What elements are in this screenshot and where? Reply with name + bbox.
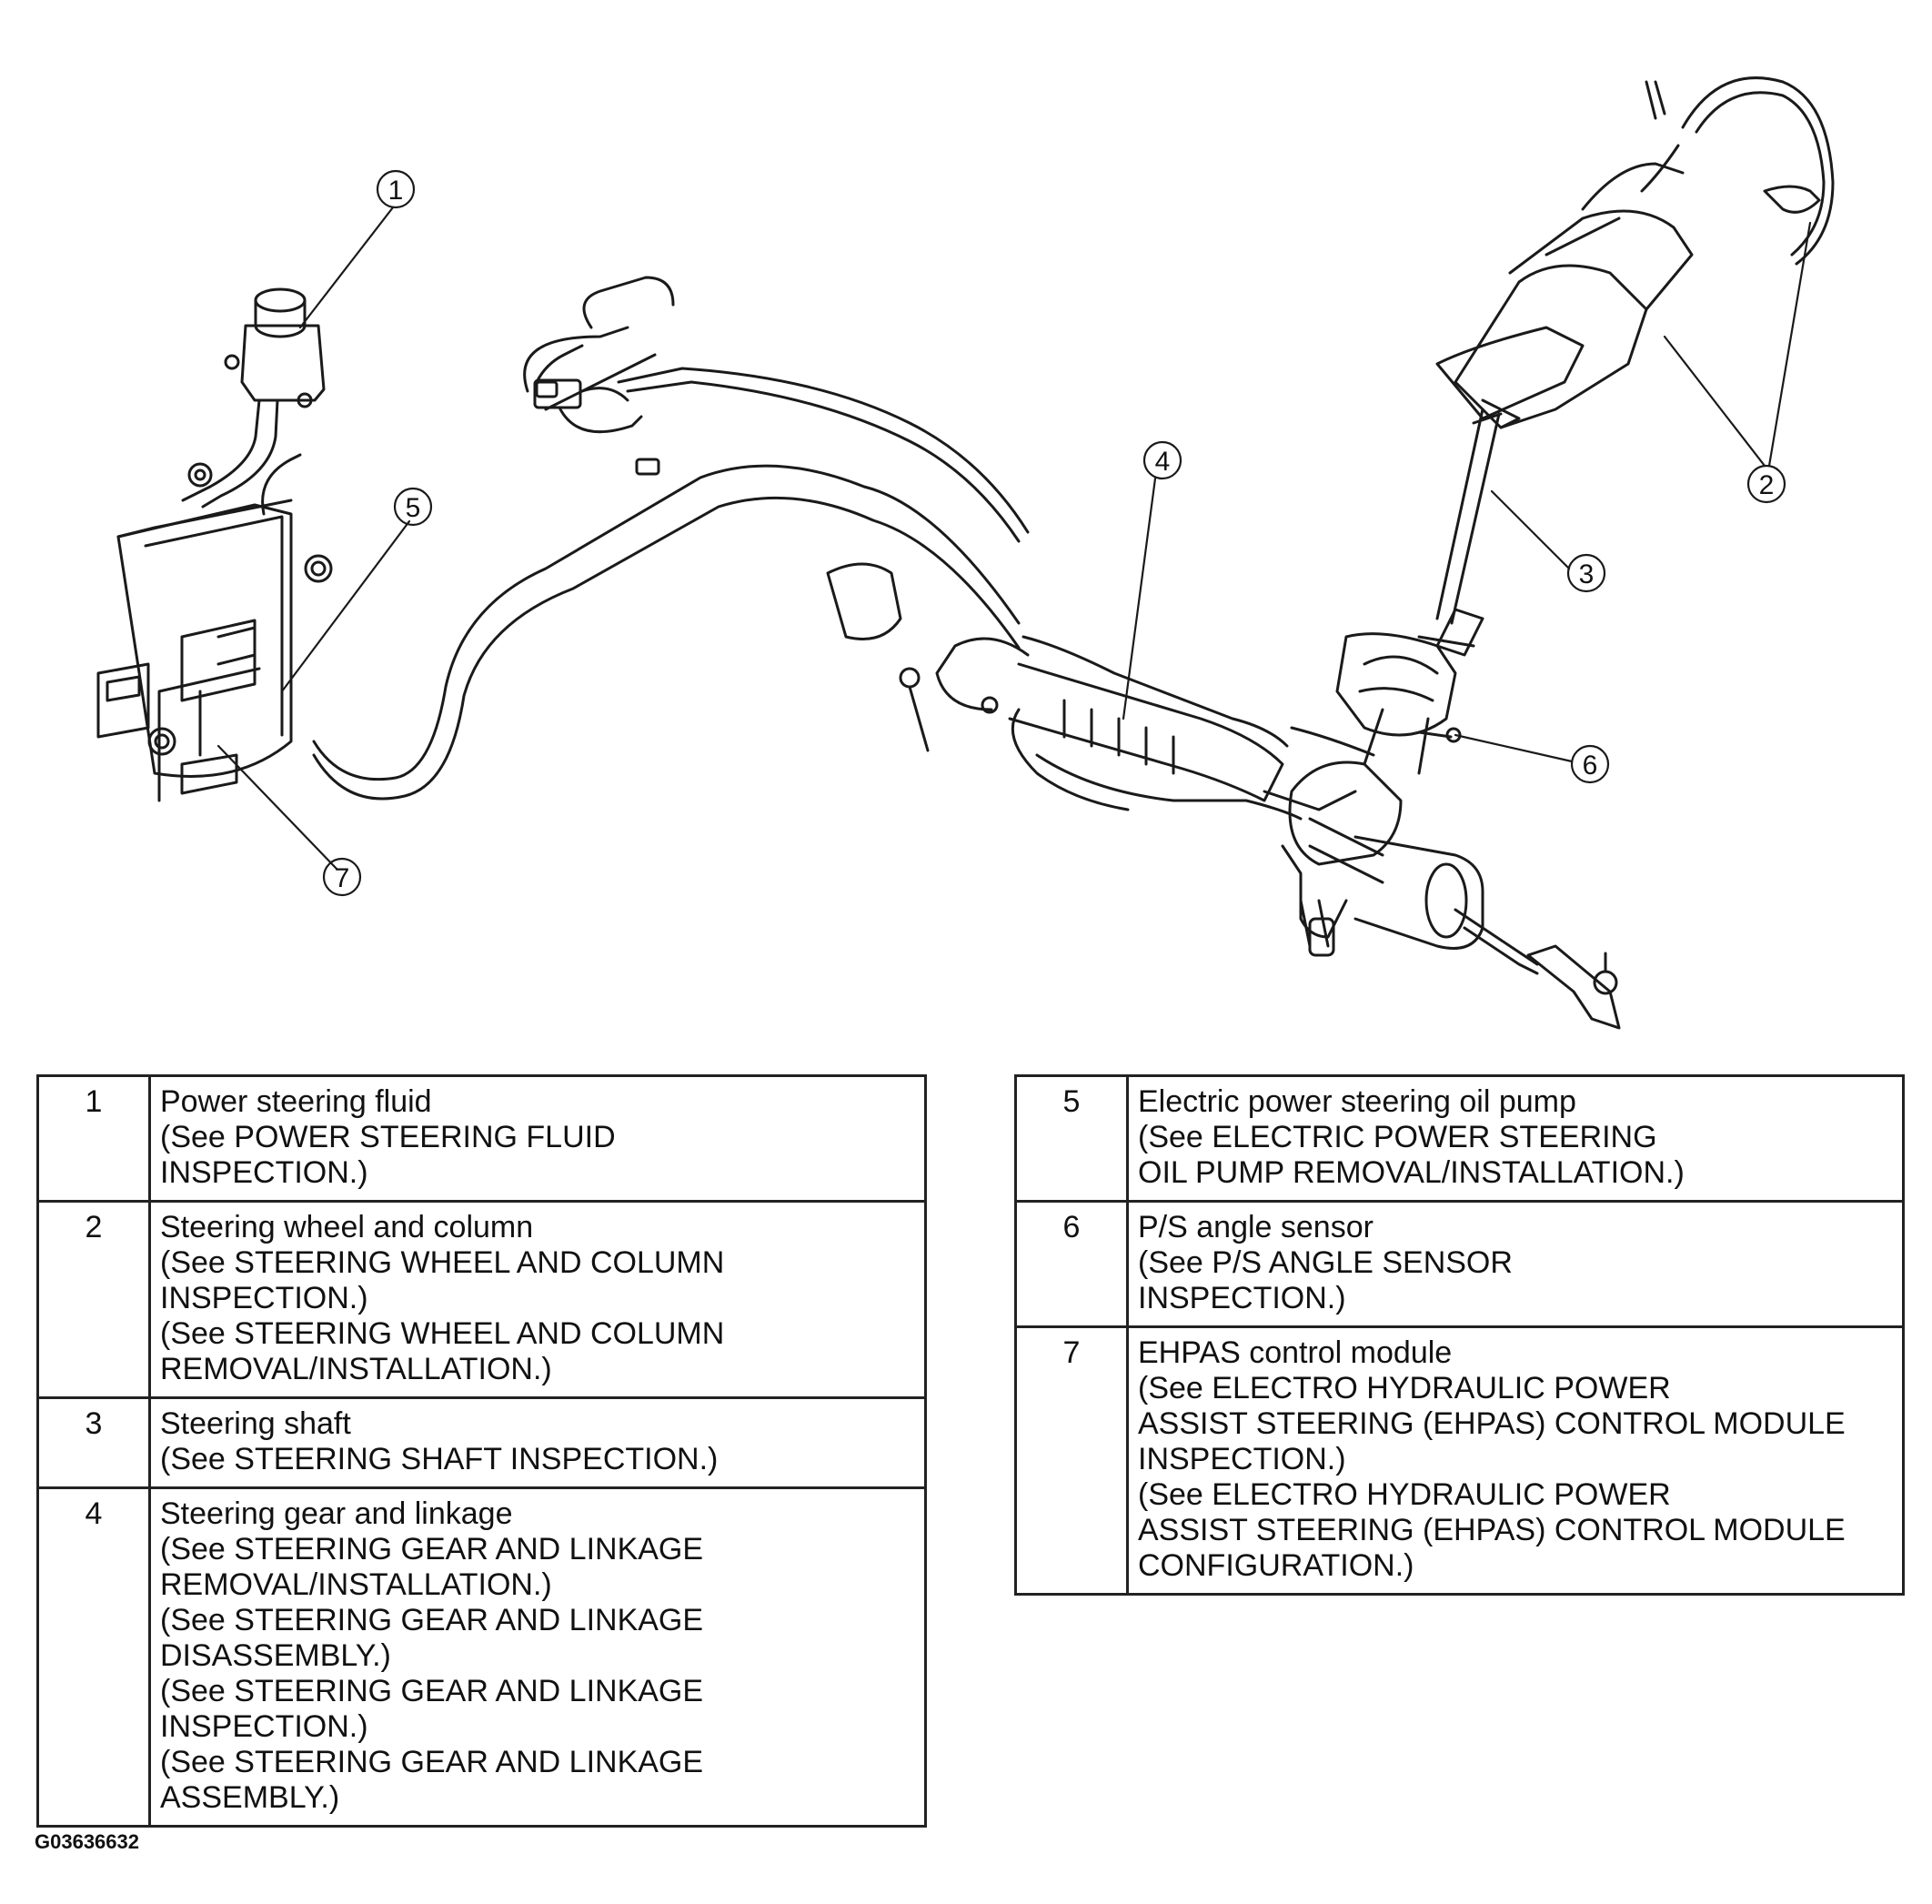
steering-wheel [1640, 76, 1835, 266]
callout-6: 6 [1570, 744, 1610, 784]
legend-line: (See ELECTRIC POWER STEERING [1138, 1120, 1657, 1154]
legend-line: Steering gear and linkage [160, 1496, 513, 1531]
legend-line: (See STEERING GEAR AND LINKAGE [160, 1532, 704, 1567]
legend-row: 7 EHPAS control module (See ELECTRO HYDR… [1014, 1325, 1905, 1596]
legend-number: 7 [1014, 1325, 1129, 1596]
legend-line: ASSIST STEERING (EHPAS) CONTROL MODULE [1138, 1513, 1846, 1547]
legend-row: 6 P/S angle sensor (See P/S ANGLE SENSOR… [1014, 1200, 1905, 1328]
leader-lines [216, 206, 1812, 871]
legend-line: Electric power steering oil pump [1138, 1084, 1576, 1119]
svg-text:3: 3 [1579, 559, 1595, 589]
steering-system-diagram: 1 2 3 4 5 6 7 [96, 76, 1835, 1030]
legend-description: EHPAS control module (See ELECTRO HYDRAU… [1126, 1325, 1905, 1596]
svg-text:7: 7 [335, 863, 350, 893]
legend-line: (See ELECTRO HYDRAULIC POWER [1138, 1371, 1671, 1405]
oil-pump-unit [96, 453, 333, 802]
legend-number: 5 [1014, 1074, 1129, 1203]
legend-row: 4 Steering gear and linkage (See STEERIN… [36, 1486, 927, 1828]
steering-column [1435, 162, 1694, 429]
legend-number: 1 [36, 1074, 151, 1203]
steering-shaft [1417, 408, 1501, 657]
legend-line: (See STEERING GEAR AND LINKAGE [160, 1745, 704, 1779]
fluid-hoses [312, 276, 1030, 801]
legend-row: 1 Power steering fluid (See POWER STEERI… [36, 1074, 927, 1203]
legend-description: Steering gear and linkage (See STEERING … [148, 1486, 927, 1828]
legend-line: (See ELECTRO HYDRAULIC POWER [1138, 1477, 1671, 1512]
legend-line: (See STEERING SHAFT INSPECTION.) [160, 1442, 719, 1476]
legend-table-right: 5 Electric power steering oil pump (See … [1014, 1074, 1905, 1596]
legend-line: (See STEERING GEAR AND LINKAGE [160, 1674, 704, 1708]
legend-number: 6 [1014, 1200, 1129, 1328]
steering-rack [826, 562, 1375, 821]
legend-line: (See STEERING WHEEL AND COLUMN [160, 1316, 725, 1351]
legend-line: (See P/S ANGLE SENSOR [1138, 1245, 1513, 1280]
svg-text:4: 4 [1155, 447, 1171, 477]
legend-line: REMOVAL/INSTALLATION.) [160, 1567, 552, 1602]
legend-description: Steering wheel and column (See STEERING … [148, 1200, 927, 1399]
legend-line: (See STEERING GEAR AND LINKAGE [160, 1603, 704, 1637]
figure-id: G03636632 [35, 1830, 139, 1853]
gear-housing [1281, 761, 1621, 1030]
legend-table-left: 1 Power steering fluid (See POWER STEERI… [36, 1074, 927, 1828]
legend-description: P/S angle sensor (See P/S ANGLE SENSOR I… [1126, 1200, 1905, 1328]
legend-line: Steering shaft [160, 1406, 351, 1441]
legend-line: EHPAS control module [1138, 1335, 1453, 1370]
callout-5: 5 [393, 487, 433, 527]
fluid-reservoir [181, 287, 326, 509]
legend-line: CONFIGURATION.) [1138, 1548, 1414, 1583]
wiring-connector [533, 378, 643, 434]
svg-text:6: 6 [1583, 751, 1598, 781]
legend-line: ASSIST STEERING (EHPAS) CONTROL MODULE [1138, 1406, 1846, 1441]
legend-row: 2 Steering wheel and column (See STEERIN… [36, 1200, 927, 1399]
legend-line: INSPECTION.) [1138, 1281, 1346, 1315]
legend-number: 2 [36, 1200, 151, 1399]
legend-line: DISASSEMBLY.) [160, 1638, 391, 1673]
legend-line: INSPECTION.) [160, 1709, 368, 1744]
legend-line: REMOVAL/INSTALLATION.) [160, 1352, 552, 1386]
legend-description: Electric power steering oil pump (See EL… [1126, 1074, 1905, 1203]
legend-line: INSPECTION.) [1138, 1442, 1346, 1476]
legend-line: INSPECTION.) [160, 1281, 368, 1315]
callout-4: 4 [1142, 440, 1182, 480]
legend-line: INSPECTION.) [160, 1155, 368, 1190]
callout-1: 1 [376, 169, 416, 209]
callout-3: 3 [1566, 553, 1606, 593]
callout-2: 2 [1746, 464, 1786, 504]
legend-description: Steering shaft (See STEERING SHAFT INSPE… [148, 1396, 927, 1489]
legend-line: P/S angle sensor [1138, 1210, 1374, 1244]
legend-line: OIL PUMP REMOVAL/INSTALLATION.) [1138, 1155, 1685, 1190]
legend-line: (See STEERING WHEEL AND COLUMN [160, 1245, 725, 1280]
legend-line: ASSEMBLY.) [160, 1780, 340, 1815]
legend-row: 3 Steering shaft (See STEERING SHAFT INS… [36, 1396, 927, 1489]
svg-text:2: 2 [1759, 470, 1775, 500]
legend-number: 3 [36, 1396, 151, 1489]
callout-7: 7 [322, 857, 362, 897]
svg-text:1: 1 [388, 176, 404, 206]
legend-line: Steering wheel and column [160, 1210, 534, 1244]
legend-description: Power steering fluid (See POWER STEERING… [148, 1074, 927, 1203]
legend-row: 5 Electric power steering oil pump (See … [1014, 1074, 1905, 1203]
legend-number: 4 [36, 1486, 151, 1828]
legend-line: (See POWER STEERING FLUID [160, 1120, 616, 1154]
angle-sensor [1335, 632, 1462, 775]
legend-line: Power steering fluid [160, 1084, 432, 1119]
svg-text:5: 5 [406, 493, 421, 523]
